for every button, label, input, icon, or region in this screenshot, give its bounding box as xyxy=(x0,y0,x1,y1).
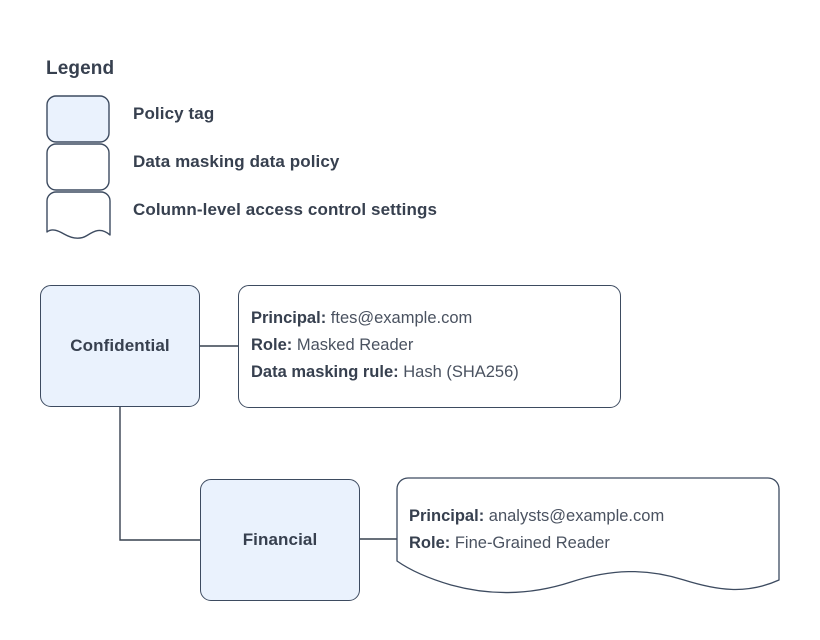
policy-value: Fine-Grained Reader xyxy=(454,534,610,552)
policy-value: Masked Reader xyxy=(296,336,414,354)
policy-value: analysts@example.com xyxy=(488,507,665,525)
policy-value: Hash (SHA256) xyxy=(403,363,519,381)
legend-title: Legend xyxy=(46,58,115,79)
node-financial[interactable]: Financial xyxy=(200,479,360,601)
rounded-rect-filled-icon xyxy=(46,95,110,143)
policy-line: Role: Masked Reader xyxy=(251,332,612,359)
policy-value: ftes@example.com xyxy=(330,309,473,327)
wavy-bottom-rect-icon xyxy=(46,191,111,239)
policy-key: Role: xyxy=(409,534,451,552)
policy-line: Role: Fine-Grained Reader xyxy=(409,530,773,557)
legend-swatch-column-access-settings xyxy=(46,191,112,248)
policy-card-financial: Principal: analysts@example.com Role: Fi… xyxy=(396,477,781,597)
policy-line: Principal: analysts@example.com xyxy=(409,503,773,530)
node-confidential-label: Confidential xyxy=(70,336,170,355)
legend-swatch-data-masking-policy xyxy=(46,143,110,196)
connector-confidential-to-financial xyxy=(119,407,200,541)
policy-key: Principal: xyxy=(409,507,485,525)
legend-label-policy-tag: Policy tag xyxy=(133,104,215,123)
legend-label-data-masking-policy: Data masking data policy xyxy=(133,152,340,171)
policy-key: Principal: xyxy=(251,309,327,327)
policy-line: Principal: ftes@example.com xyxy=(251,305,612,332)
legend-label-column-access-settings: Column-level access control settings xyxy=(133,200,438,219)
policy-card-confidential: Principal: ftes@example.com Role: Masked… xyxy=(238,285,621,408)
policy-card-financial-text: Principal: analysts@example.com Role: Fi… xyxy=(409,503,773,557)
legend-swatch-policy-tag xyxy=(46,95,110,148)
rounded-rect-icon xyxy=(46,143,110,191)
wavy-bottom-card-shape xyxy=(396,477,780,594)
policy-card-confidential-text: Principal: ftes@example.com Role: Masked… xyxy=(251,305,612,386)
node-financial-label: Financial xyxy=(242,530,318,549)
node-confidential[interactable]: Confidential xyxy=(40,285,200,407)
policy-line: Data masking rule: Hash (SHA256) xyxy=(251,359,612,386)
policy-key: Data masking rule: xyxy=(251,363,399,381)
policy-key: Role: xyxy=(251,336,293,354)
